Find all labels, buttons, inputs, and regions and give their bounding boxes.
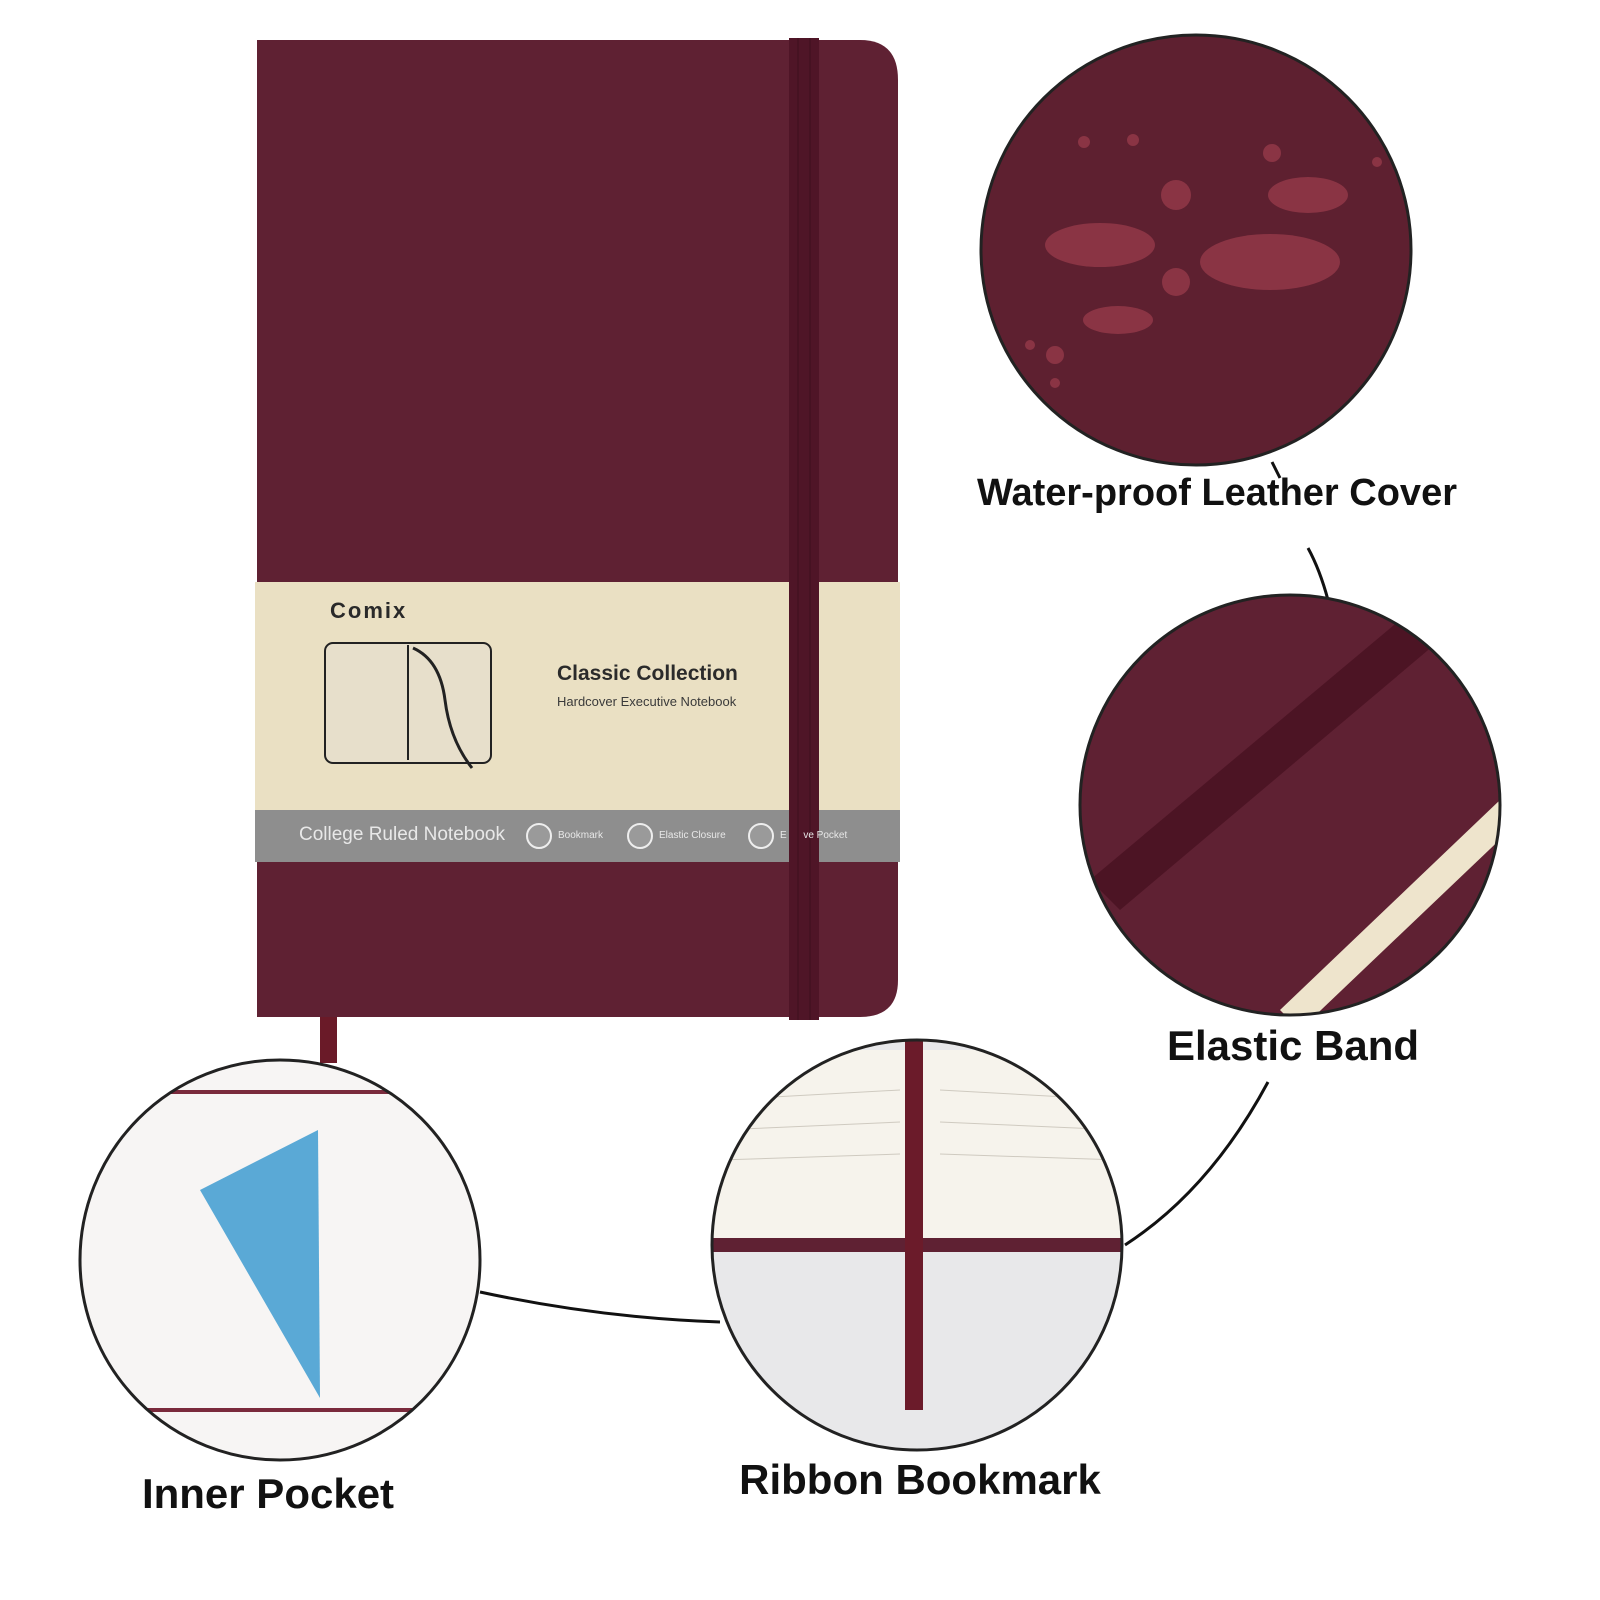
- ribbon-tail: [320, 1005, 337, 1063]
- waterproof-detail-photo: [981, 35, 1411, 465]
- feature-label: Elastic Closure: [659, 830, 726, 841]
- collection-title: Classic Collection: [557, 662, 738, 685]
- ribbon-bookmark-detail-photo: [712, 1040, 1122, 1450]
- callout-waterproof: Water-proof Leather Cover: [977, 472, 1457, 514]
- callout-inner-pocket: Inner Pocket: [141, 1470, 395, 1517]
- bookmark-icon: [526, 823, 552, 849]
- elastic-band-detail-photo: [1080, 595, 1500, 1015]
- collection-subtitle: Hardcover Executive Notebook: [557, 694, 737, 709]
- strip-text: College Ruled Notebook: [299, 824, 505, 845]
- inner-pocket-detail-photo: [80, 1060, 480, 1460]
- feature-label: E ve Pocket: [780, 830, 848, 841]
- callout-ribbon-bookmark: Ribbon Bookmark: [739, 1456, 1101, 1503]
- callout-elastic-band: Elastic Band: [1166, 1022, 1420, 1069]
- elastic-closure-icon: [627, 823, 653, 849]
- connector-lines: [479, 461, 1330, 1324]
- notebook: [255, 38, 900, 1063]
- notebook-illustration-icon: [324, 642, 492, 769]
- pocket-icon: [748, 823, 774, 849]
- elastic-band: [789, 38, 819, 1020]
- brand-logo: Comix: [330, 598, 408, 623]
- feature-icons: [526, 823, 774, 849]
- feature-label: Bookmark: [558, 830, 604, 841]
